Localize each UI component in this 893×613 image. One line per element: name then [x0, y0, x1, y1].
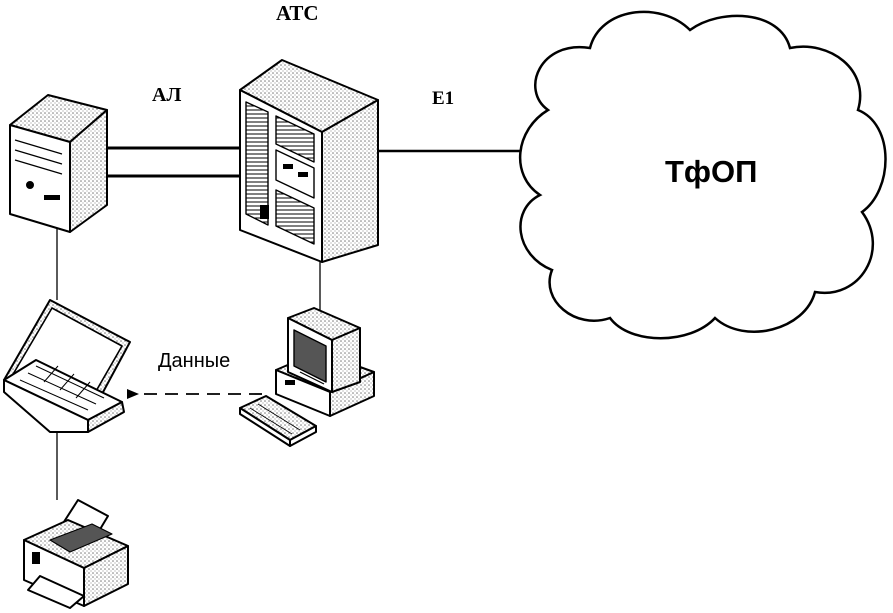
pbx-label: АТС	[276, 1, 319, 25]
data-label: Данные	[158, 350, 231, 372]
printer-icon	[23, 499, 129, 609]
desktop-computer-icon	[275, 307, 375, 417]
server-icon	[9, 94, 108, 233]
keyboard-icon	[239, 395, 317, 447]
subscriber-line-label: АЛ	[152, 84, 182, 106]
cloud-icon	[518, 10, 887, 340]
pbx-cabinet-icon	[239, 59, 379, 263]
laptop-icon	[3, 299, 131, 433]
trunk-label: E1	[432, 88, 455, 109]
connections	[56, 146, 552, 500]
network-label: ТфОП	[665, 154, 758, 189]
